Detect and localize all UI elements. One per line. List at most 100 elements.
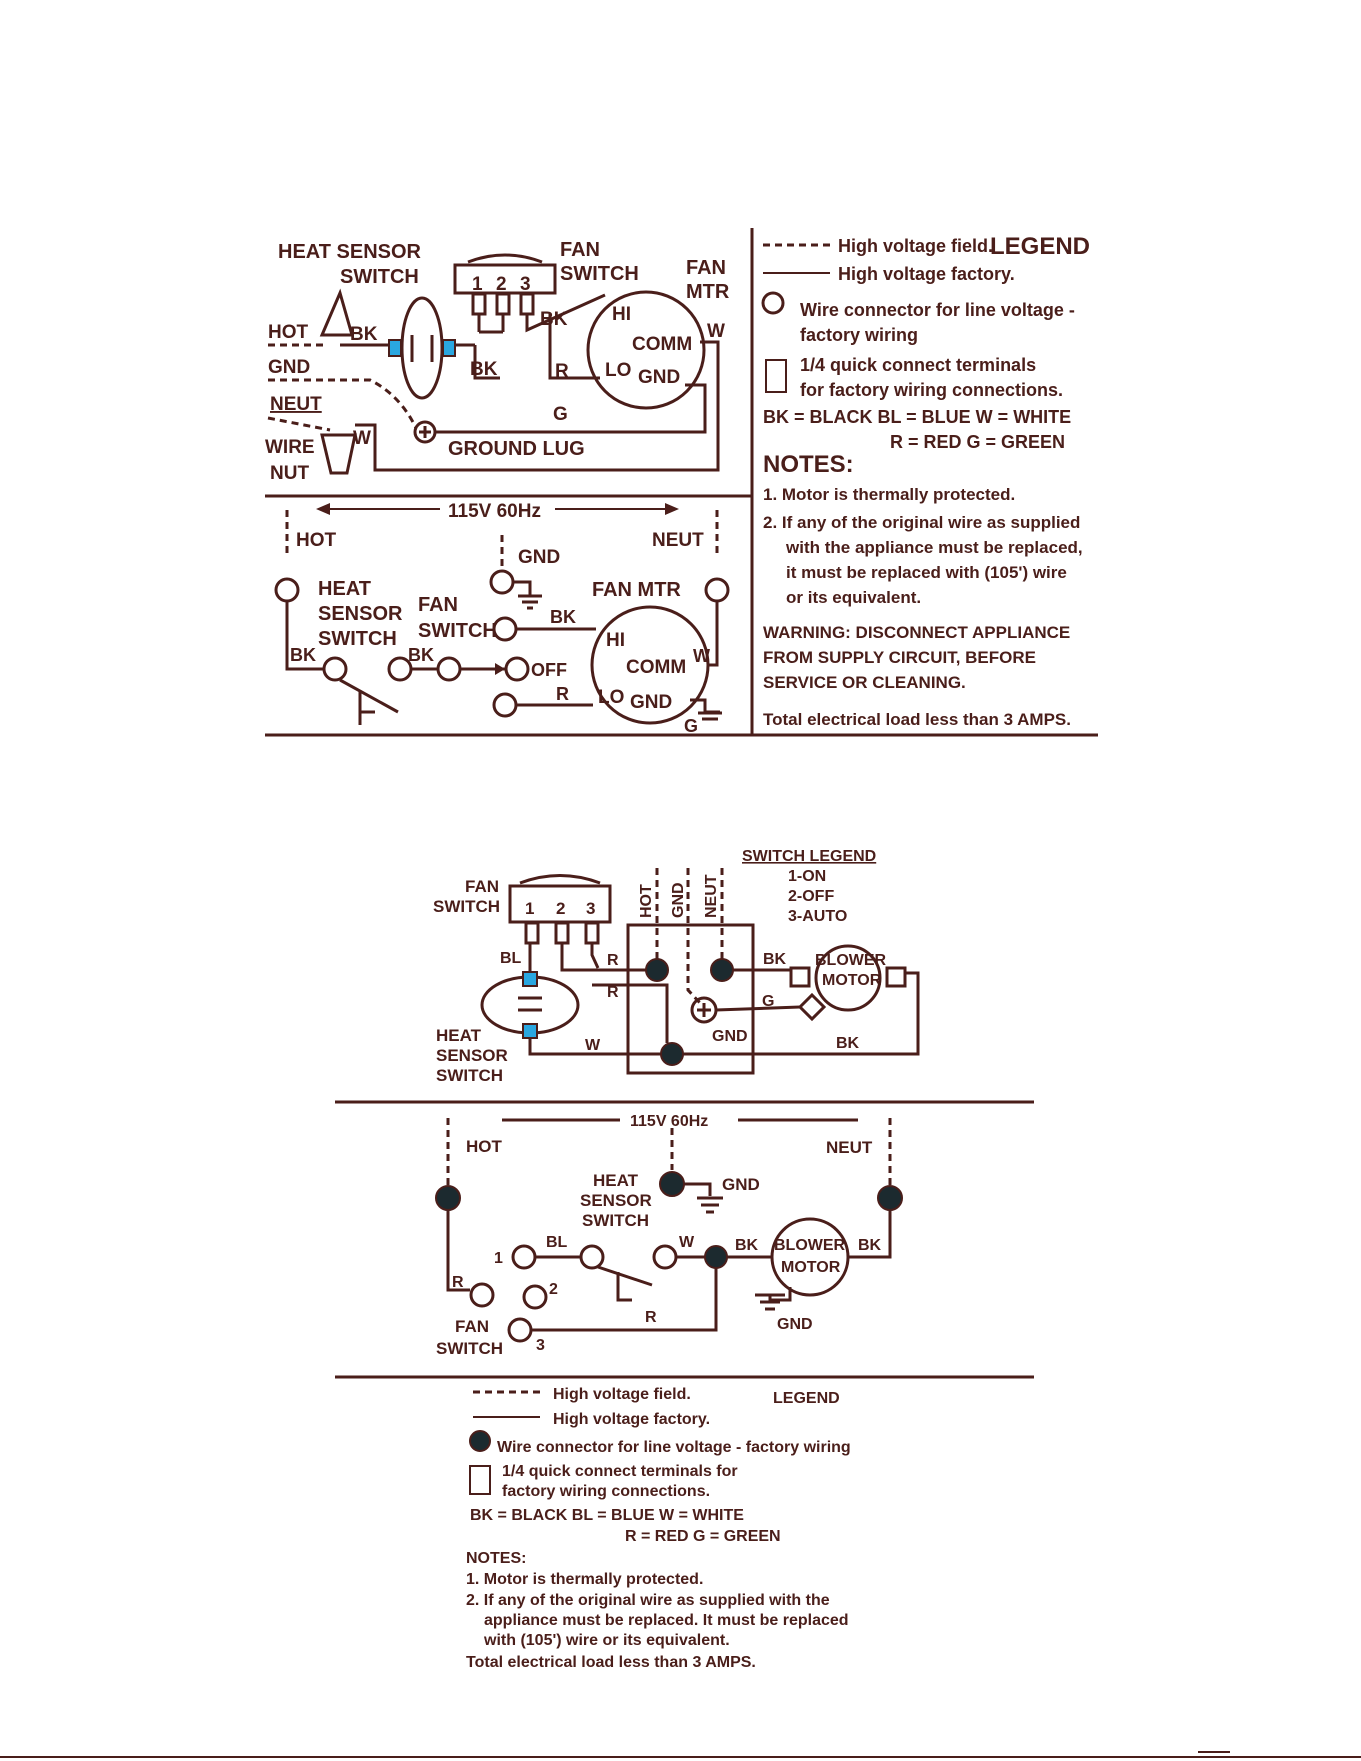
label-terminal-2: 2: [556, 899, 565, 918]
label-comm: COMM: [632, 334, 692, 355]
label-r: R: [555, 361, 569, 382]
label-bk: BK: [540, 309, 568, 330]
label-bl: BL: [546, 1234, 568, 1251]
notes-title: NOTES:: [763, 451, 854, 478]
label-blower: BLOWER: [774, 1237, 846, 1254]
heat-sensor-switch-blade: [339, 678, 399, 714]
blower-motor: [770, 1217, 850, 1297]
label-gnd: GND: [518, 547, 560, 568]
label-terminal-1: 1: [472, 274, 483, 295]
legend-colors: BK = BLACK BL = BLUE W = WHITE: [763, 407, 1071, 427]
label-w: W: [679, 1234, 695, 1251]
legend-title: LEGEND: [990, 233, 1090, 260]
warning: WARNING: DISCONNECT APPLIANCE: [763, 623, 1070, 642]
legend-quick-connect: for factory wiring connections.: [800, 380, 1063, 400]
label-bk: BK: [735, 1237, 759, 1254]
fan-switch-contact-2: [522, 1284, 548, 1310]
label-g: G: [553, 404, 568, 425]
load-note: Total electrical load less than 3 AMPS.: [763, 710, 1071, 729]
label-w: W: [353, 428, 371, 449]
diagram-2: FAN SWITCH 1 2 3 HOT GND NEUT SWITCH LEG…: [335, 848, 1034, 1671]
diagram-2-schematic: 115V 60Hz: [435, 1113, 903, 1343]
label-switch: SWITCH: [340, 266, 419, 288]
note-1: 1. Motor is thermally protected.: [763, 485, 1015, 504]
label-fan-switch: SWITCH: [418, 620, 497, 642]
label-comm: COMM: [626, 657, 686, 678]
label-heat: HEAT: [318, 578, 371, 600]
heat-sensor-contact: [579, 1244, 605, 1270]
quick-connect-terminal: [442, 339, 456, 357]
label-motor-gnd: GND: [630, 692, 672, 713]
fan-switch-contact-1: [511, 1244, 537, 1270]
hot-connector: [274, 577, 300, 603]
warning: SERVICE OR CLEANING.: [763, 673, 966, 692]
legend-connector: factory wiring: [800, 325, 918, 345]
legend-field: High voltage field.: [553, 1386, 691, 1403]
diagram-1-schematic: 115V 60Hz: [274, 501, 730, 725]
heat-sensor-switch-body: [400, 296, 444, 400]
fan-switch-hi-contact: [492, 616, 518, 642]
legend-colors: BK = BLACK BL = BLUE W = WHITE: [470, 1507, 744, 1524]
label-sensor: SENSOR: [580, 1191, 652, 1210]
label-switch: SWITCH: [436, 1066, 503, 1085]
fan-switch-common: [469, 1282, 495, 1308]
neut-connector: [710, 958, 734, 982]
hot-connector: [435, 1185, 461, 1211]
heat-sensor-contact: [322, 656, 348, 682]
label-bk: BK: [350, 324, 378, 345]
label-heat-sensor: HEAT SENSOR: [278, 241, 422, 263]
legend-quick-connect-symbol: [469, 1465, 491, 1495]
label-g: G: [762, 993, 774, 1010]
switch-legend-title: SWITCH LEGEND: [742, 848, 876, 865]
label-heat: HEAT: [436, 1026, 482, 1045]
label-g: G: [684, 716, 698, 736]
fan-switch-rocker: [467, 253, 543, 264]
quick-connect-terminal: [522, 971, 538, 987]
label-gnd: GND: [722, 1175, 760, 1194]
label-fan-mtr: MTR: [686, 281, 730, 303]
label-sensor: SENSOR: [318, 603, 403, 625]
legend-colors: R = RED G = GREEN: [890, 432, 1065, 452]
fan-switch-rocker: [519, 874, 601, 885]
legend-factory: High voltage factory.: [553, 1411, 710, 1428]
hot-connector: [645, 958, 669, 982]
label-heat: HEAT: [593, 1171, 639, 1190]
fan-switch-contact: [436, 656, 462, 682]
note-2: or its equivalent.: [786, 588, 921, 607]
switch-legend-auto: 3-AUTO: [788, 908, 847, 925]
label-bk: BK: [763, 951, 787, 968]
label-w: W: [707, 321, 725, 342]
legend-connector: Wire connector for line voltage - factor…: [497, 1439, 851, 1456]
note-2: it must be replaced with (105') wire: [786, 563, 1067, 582]
label-switch: SWITCH: [582, 1211, 649, 1230]
gnd-field-wire: [686, 868, 702, 1005]
label-terminal-3: 3: [520, 274, 531, 295]
diagram-1: HEAT SENSOR SWITCH FAN SWITCH FAN MTR 1 …: [265, 228, 1098, 737]
diagram-2-schematic-labels: HOT NEUT GND HEAT SENSOR SWITCH 1 2 3 BL…: [436, 1137, 882, 1358]
label-bk: BK: [858, 1237, 882, 1254]
label-motor: MOTOR: [781, 1259, 841, 1276]
label-hi: HI: [606, 630, 625, 651]
label-bk: BK: [470, 359, 498, 380]
label-w: W: [693, 646, 710, 666]
label-off: OFF: [531, 660, 567, 680]
label-sensor: SENSOR: [436, 1046, 508, 1065]
switch-legend-on: 1-ON: [788, 868, 826, 885]
label-hi: HI: [612, 304, 631, 325]
note-2: with (105') wire or its equivalent.: [483, 1632, 730, 1649]
legend-quick-connect-symbol: [765, 359, 787, 393]
label-hot: HOT: [466, 1137, 503, 1156]
label-gnd: GND: [268, 357, 310, 378]
note-2: 2. If any of the original wire as suppli…: [466, 1592, 830, 1609]
note-2: 2. If any of the original wire as suppli…: [763, 513, 1080, 532]
neut-field-wire: [267, 416, 331, 432]
blower-motor: [814, 944, 882, 1012]
label-2: 2: [549, 1281, 558, 1298]
label-terminal-1: 1: [525, 899, 534, 918]
label-switch: SWITCH: [433, 897, 500, 916]
label-fan-switch: SWITCH: [560, 263, 639, 285]
fan-switch-lo-contact: [492, 692, 518, 718]
heat-sensor-symbol: [319, 288, 354, 337]
switch-legend-off: 2-OFF: [788, 888, 834, 905]
